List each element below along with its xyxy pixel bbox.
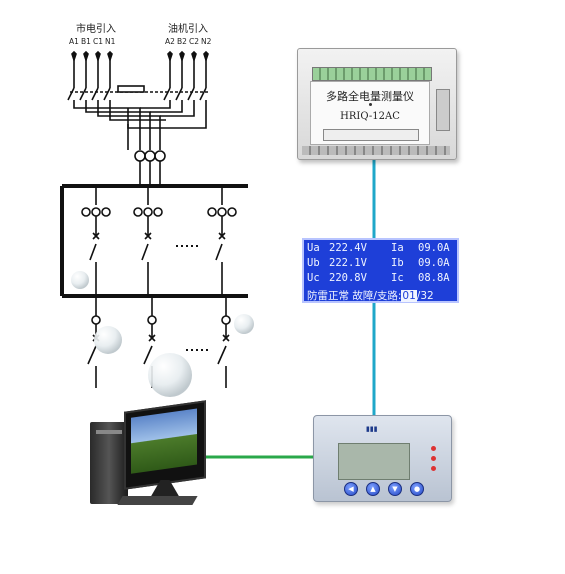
phase-label-a2: A2 bbox=[165, 37, 175, 46]
computer bbox=[90, 400, 215, 505]
meter-model: HRIQ-12AC bbox=[340, 111, 400, 122]
upper-branch-feeders bbox=[81, 186, 237, 296]
lcd-readout: Ua 222.4V Ia 09.0A Ub 222.1V Ib 09.0A Uc 220.8V… bbox=[302, 238, 459, 303]
computer-tower bbox=[90, 422, 128, 504]
lcd-voltage-value: 222.1V bbox=[329, 257, 367, 269]
lcd-current-label: Ia bbox=[391, 242, 404, 254]
phase-label-b2: B2 bbox=[177, 37, 187, 46]
lcd-voltage-value: 220.8V bbox=[329, 272, 367, 284]
terminal-led-1 bbox=[431, 446, 436, 451]
phase-label-c2: C2 bbox=[189, 37, 200, 46]
lcd-voltage-label: Ua bbox=[307, 242, 320, 254]
phase-label-b1: B1 bbox=[81, 37, 91, 46]
transfer-switch bbox=[67, 85, 210, 150]
terminal-button-up-icon[interactable]: ▲ bbox=[366, 482, 380, 496]
meter-bottom-terminals bbox=[302, 146, 450, 155]
terminal-led-3 bbox=[431, 466, 436, 471]
tower-drive-bay bbox=[96, 430, 122, 434]
terminal-button-down-icon[interactable]: ▼ bbox=[388, 482, 402, 496]
lcd-current-label: Ic bbox=[391, 272, 404, 284]
multi-circuit-meter: 多路全电量测量仪 HRIQ-12AC bbox=[297, 48, 457, 160]
terminal-logo: ▮▮▮ bbox=[366, 425, 378, 433]
lcd-voltage-value: 222.4V bbox=[329, 242, 367, 254]
main-current-transformers bbox=[134, 150, 166, 186]
terminal-screen bbox=[338, 443, 410, 480]
phase-label-n1: N1 bbox=[105, 37, 116, 46]
terminal-button-back-icon[interactable]: ◀ bbox=[344, 482, 358, 496]
meter-indicator-dot bbox=[369, 103, 372, 106]
generator-incoming-lines bbox=[167, 50, 209, 88]
mains-incoming-label: 市电引入 bbox=[76, 24, 116, 35]
terminal-button-enter-icon[interactable]: ● bbox=[410, 482, 424, 496]
phase-label-c1: C1 bbox=[93, 37, 104, 46]
lcd-current-label: Ib bbox=[391, 257, 404, 269]
meter-side-port bbox=[436, 89, 450, 131]
decorative-bubbles bbox=[71, 271, 254, 397]
lcd-voltage-label: Ub bbox=[307, 257, 320, 269]
lcd-current-value: 09.0A bbox=[418, 242, 450, 254]
display-terminal: ▮▮▮ ◀ ▲ ▼ ● bbox=[313, 415, 452, 502]
computer-monitor bbox=[124, 400, 206, 490]
lcd-row-b: Ub 222.1V Ib 09.0A bbox=[307, 257, 450, 269]
generator-incoming-label: 油机引入 bbox=[168, 24, 208, 35]
meter-label-strip bbox=[323, 129, 419, 141]
monitor-wallpaper bbox=[131, 408, 197, 474]
meter-name: 多路全电量测量仪 bbox=[326, 90, 414, 103]
lcd-branch-current: 01 bbox=[401, 290, 417, 302]
mains-incoming-lines bbox=[71, 50, 113, 88]
lcd-voltage-label: Uc bbox=[307, 272, 320, 284]
schematic bbox=[60, 50, 248, 388]
phase-label-a1: A1 bbox=[69, 37, 79, 46]
lcd-row-a: Ua 222.4V Ia 09.0A bbox=[307, 242, 450, 254]
lcd-current-value: 08.8A bbox=[418, 272, 450, 284]
lcd-row-c: Uc 220.8V Ic 08.8A bbox=[307, 272, 450, 284]
lcd-branch-total: /32 bbox=[416, 290, 434, 302]
keyboard bbox=[117, 496, 198, 505]
lcd-current-value: 09.0A bbox=[418, 257, 450, 269]
meter-terminal-block bbox=[312, 67, 432, 81]
phase-label-n2: N2 bbox=[201, 37, 212, 46]
lcd-status-text: 防雷正常 故障/支路: bbox=[307, 290, 402, 302]
lcd-status-line: 防雷正常 故障/支路:01/32 bbox=[307, 288, 434, 303]
terminal-led-2 bbox=[431, 456, 436, 461]
meter-faceplate: 多路全电量测量仪 HRIQ-12AC bbox=[310, 81, 430, 145]
